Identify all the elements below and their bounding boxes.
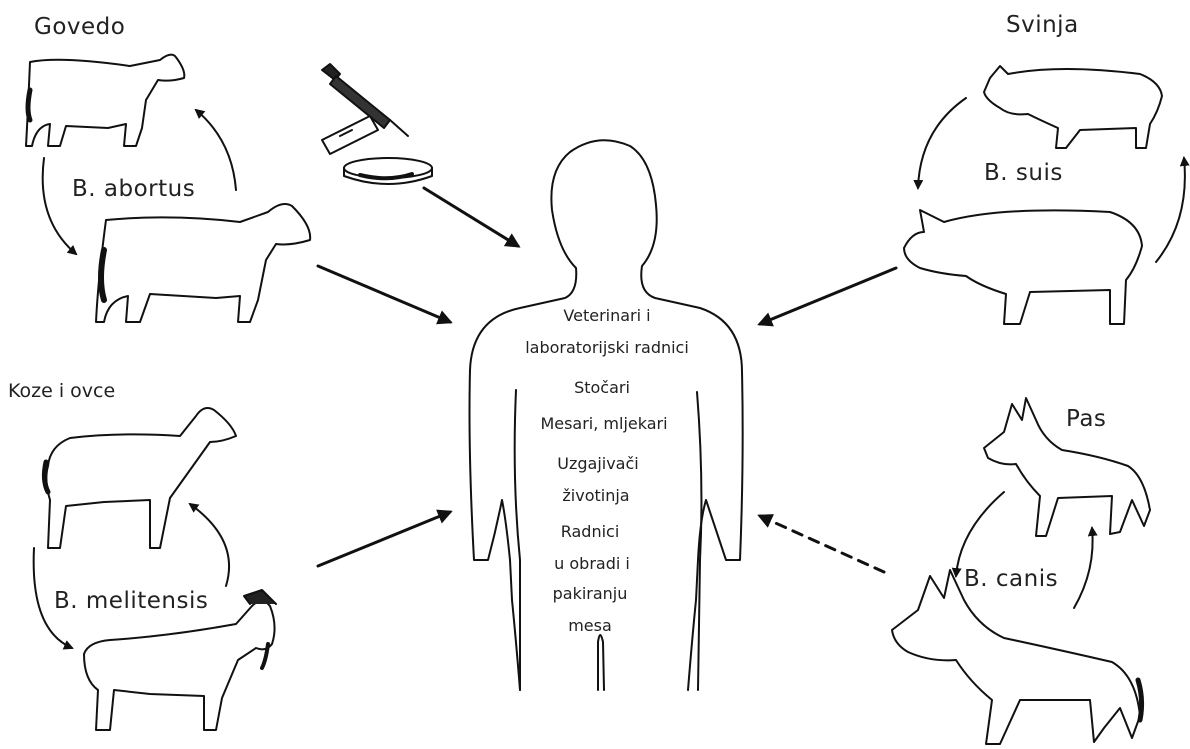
arrow-lab-to-human [424,188,518,246]
occupation-line: Mesari, mljekari [484,414,724,433]
cow-icon-bottom [96,204,310,322]
occupation-line: mesa [470,616,710,635]
sheep-icon [44,408,236,548]
pig-cycle-arrow-down [918,98,966,188]
dog-cycle-arrow-up [1074,528,1093,608]
label-cattle: Govedo [34,14,125,40]
label-b-melitensis: B. melitensis [54,588,208,614]
dog-icon-bottom [892,570,1142,744]
arrow-goat-sheep-to-human [318,512,450,566]
label-b-abortus: B. abortus [72,176,195,202]
label-pig: Svinja [1006,12,1079,38]
occupation-line: životinja [476,486,716,505]
arrow-pig-to-human [760,268,896,324]
arrow-dog-to-human-dashed [760,516,884,572]
label-b-suis: B. suis [984,160,1063,186]
occupation-line: Veterinari i [487,306,727,325]
dog-cycle-arrow-down [956,492,1004,576]
cow-icon-top [26,55,184,146]
slide-icon [322,116,378,154]
pig-icon-bottom [904,210,1142,324]
label-b-canis: B. canis [964,566,1058,592]
occupation-line: laboratorijski radnici [487,338,727,357]
occupation-line: Stočari [482,378,722,397]
petri-dish-icon [344,158,432,184]
label-dog: Pas [1066,406,1106,432]
pig-cycle-arrow-up [1156,158,1185,262]
label-goat-sheep: Koze i ovce [8,380,115,402]
occupation-line: u obradi i [472,554,712,573]
goat-sheep-cycle-arrow-up [190,504,229,586]
arrow-cattle-to-human [318,266,450,322]
occupation-line: Uzgajivači [478,454,718,473]
pig-icon-top [984,66,1162,148]
cattle-cycle-arrow-down [43,158,76,254]
occupation-line: pakiranju [470,584,710,603]
occupation-line: Radnici [470,522,710,541]
cattle-cycle-arrow-up [196,110,236,190]
